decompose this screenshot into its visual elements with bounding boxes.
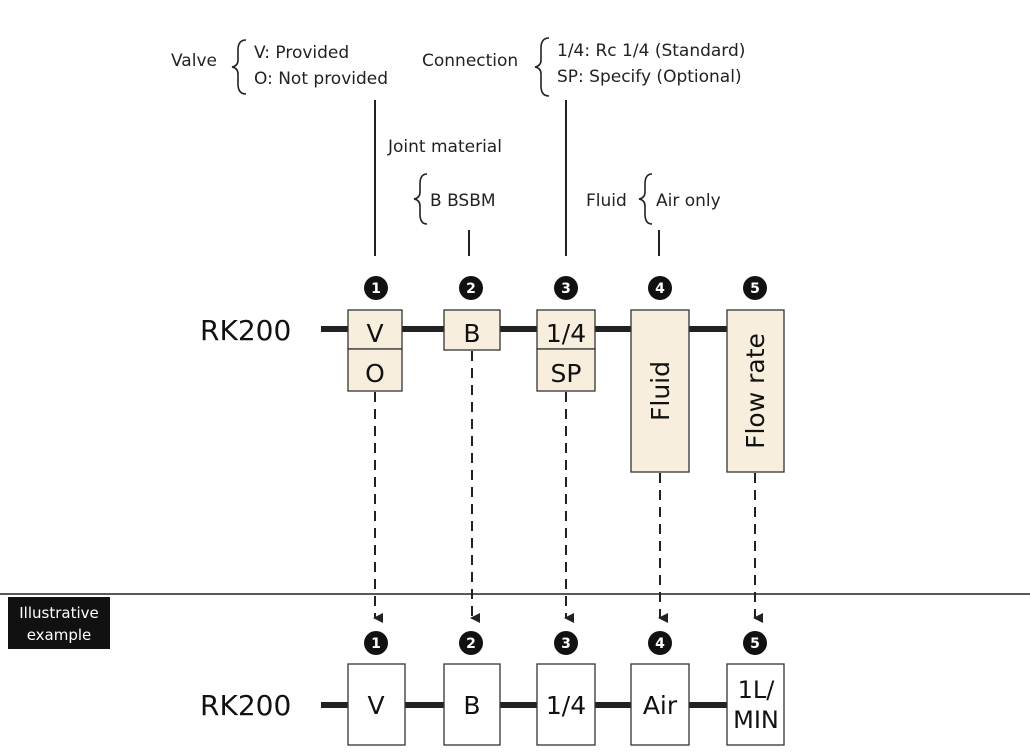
- svg-text:1: 1: [371, 636, 381, 652]
- position-2-option-box: [443, 309, 501, 351]
- example-box-3: [536, 663, 596, 746]
- position-2-option-b: B: [463, 319, 480, 348]
- example-value-fluid: Air: [643, 691, 678, 720]
- position-3-badge: 3: [554, 276, 578, 300]
- illustrative-example-label-box: [8, 597, 110, 649]
- illustrative-example-label-line2: example: [27, 626, 92, 644]
- fluid-option-1: Air only: [656, 191, 721, 211]
- example-box-1: [347, 663, 406, 746]
- position-1-option-box: [347, 348, 403, 392]
- example-box-4: [630, 663, 690, 746]
- example-2-badge: 2: [459, 631, 483, 655]
- svg-text:3: 3: [561, 281, 571, 297]
- position-3-option-box: [536, 348, 596, 392]
- example-1-badge: 1: [364, 631, 388, 655]
- example-4-badge: 4: [648, 631, 672, 655]
- position-5-option-box: [726, 309, 785, 473]
- position-4-option-box: [630, 309, 690, 473]
- connection-option-1: 1/4: Rc 1/4 (Standard): [557, 41, 745, 61]
- position-1-badge: 1: [364, 276, 388, 300]
- joint-option-1: B BSBM: [430, 191, 496, 211]
- illustrative-example-label-line1: Illustrative: [19, 604, 98, 622]
- position-4-badge: 4: [648, 276, 672, 300]
- example-value-flow-line1: 1L/: [738, 676, 776, 704]
- fluid-title: Fluid: [586, 191, 627, 211]
- valve-brace: [231, 39, 247, 95]
- svg-text:5: 5: [750, 281, 760, 297]
- valve-title: Valve: [171, 51, 217, 71]
- position-1-option-v: V: [366, 319, 383, 348]
- example-value-connection: 1/4: [546, 691, 586, 720]
- example-value-flow-line2: MIN: [733, 706, 779, 734]
- example-value-valve: V: [367, 691, 384, 720]
- fluid-annotation: Fluid Air only: [586, 173, 721, 225]
- example-5-badge: 5: [743, 631, 767, 655]
- connection-annotation: Connection 1/4: Rc 1/4 (Standard) SP: Sp…: [422, 37, 745, 97]
- position-2-badge: 2: [459, 276, 483, 300]
- svg-text:2: 2: [466, 281, 476, 297]
- position-5-label-flow-rate: Flow rate: [741, 333, 770, 449]
- joint-title: Joint material: [387, 137, 502, 157]
- joint-annotation: Joint material B BSBM: [387, 137, 502, 225]
- valve-annotation: Valve V: Provided O: Not provided: [171, 39, 388, 95]
- connection-brace: [534, 37, 550, 97]
- svg-text:5: 5: [750, 636, 760, 652]
- position-3-option-box: [536, 309, 596, 350]
- model-code: RK200: [200, 314, 291, 347]
- position-3-option-14: 1/4: [546, 319, 586, 348]
- example-box-2: [443, 663, 501, 746]
- svg-text:1: 1: [371, 281, 381, 297]
- position-5-badge: 5: [743, 276, 767, 300]
- position-3-option-sp: SP: [551, 359, 582, 388]
- svg-text:3: 3: [561, 636, 571, 652]
- svg-text:2: 2: [466, 636, 476, 652]
- example-box-5: [726, 663, 785, 746]
- connection-option-2: SP: Specify (Optional): [557, 67, 742, 87]
- fluid-brace: [638, 173, 653, 225]
- valve-option-1: V: Provided: [254, 43, 349, 63]
- example-3-badge: 3: [554, 631, 578, 655]
- position-1-option-o: O: [365, 359, 385, 388]
- svg-text:4: 4: [655, 636, 665, 652]
- connection-title: Connection: [422, 51, 518, 71]
- joint-brace: [413, 173, 428, 225]
- svg-text:4: 4: [655, 281, 665, 297]
- example-model-code: RK200: [200, 689, 291, 722]
- position-4-label-fluid: Fluid: [646, 361, 675, 421]
- valve-option-2: O: Not provided: [254, 69, 388, 89]
- example-value-joint: B: [463, 691, 480, 720]
